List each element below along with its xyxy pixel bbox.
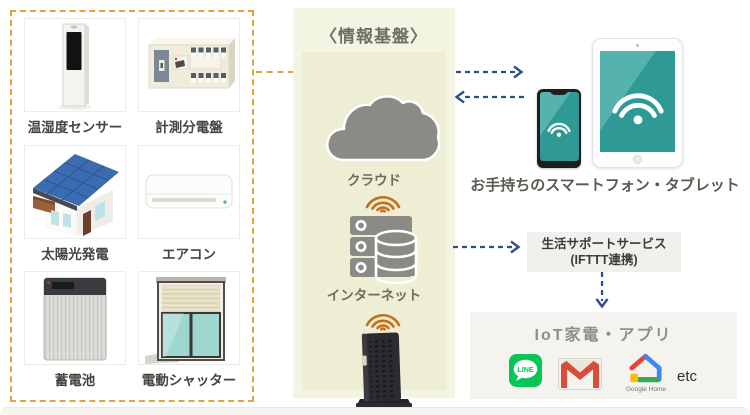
device-label: 電動シャッター bbox=[141, 373, 237, 389]
line-app-label: LINE bbox=[517, 365, 534, 374]
life-support-service-box: 生活サポートサービス (IFTTT連携) bbox=[527, 232, 681, 272]
solar-house-image bbox=[24, 144, 126, 239]
distribution-board-icon bbox=[148, 38, 235, 89]
tablet-home-button bbox=[633, 155, 642, 164]
device-solar-power: 太陽光発電 bbox=[18, 143, 132, 270]
cloud-icon bbox=[326, 95, 441, 162]
panel-title: 〈情報基盤〉 bbox=[320, 27, 428, 46]
home-gateway-icon bbox=[356, 332, 412, 407]
humidity-sensor-image bbox=[24, 18, 126, 112]
device-label: エアコン bbox=[162, 246, 216, 262]
arrow-service-to-iot bbox=[595, 272, 609, 309]
smartphone-screen bbox=[539, 92, 579, 161]
home-devices-panel: 温湿度センサー bbox=[10, 10, 254, 402]
panel-inner: クラウド bbox=[302, 52, 446, 407]
information-infrastructure-panel: 〈情報基盤〉 クラウド bbox=[293, 8, 455, 407]
device-electric-shutter: 電動シャッター bbox=[132, 269, 246, 396]
arrow-phone-to-infrastructure bbox=[455, 90, 527, 104]
wifi-icon bbox=[611, 93, 664, 125]
next-section-edge bbox=[0, 407, 750, 415]
humidity-sensor-icon bbox=[58, 23, 92, 110]
etc-label: etc bbox=[677, 368, 698, 385]
device-humidity-sensor: 温湿度センサー bbox=[18, 16, 132, 143]
wifi-signal-icon bbox=[365, 313, 401, 331]
tablet-device bbox=[592, 38, 683, 168]
service-line1: 生活サポートサービス bbox=[541, 236, 667, 251]
solar-house-icon bbox=[33, 153, 119, 236]
device-label: 計測分電盤 bbox=[155, 120, 223, 135]
electric-shutter-image bbox=[138, 271, 240, 366]
service-line2: (IFTTT連携) bbox=[570, 253, 638, 267]
google-home-caption: Google Home bbox=[625, 386, 667, 393]
arrow-infrastructure-to-service bbox=[453, 240, 521, 254]
smartphone-device bbox=[537, 89, 581, 168]
arrow-infrastructure-to-phone bbox=[456, 65, 524, 79]
device-distribution-board: 計測分電盤 bbox=[132, 16, 246, 143]
user-devices-label: お手持ちのスマートフォン・タブレット bbox=[470, 177, 740, 194]
line-app-icon: LINE bbox=[509, 354, 542, 387]
device-label: 温湿度センサー bbox=[27, 120, 123, 135]
google-home-app-icon bbox=[629, 353, 662, 383]
iot-appliances-apps-box: IoT家電・アプリ LINE Google Home etc bbox=[470, 312, 737, 399]
device-air-conditioner: エアコン bbox=[132, 143, 246, 270]
tablet-screen bbox=[600, 51, 675, 152]
node-label-internet: インターネット bbox=[326, 288, 422, 303]
electric-shutter-icon bbox=[145, 277, 226, 365]
wifi-signal-icon bbox=[365, 195, 401, 213]
gmail-app-icon bbox=[558, 358, 602, 390]
air-conditioner-icon bbox=[145, 174, 233, 209]
device-storage-battery: 蓄電池 bbox=[18, 269, 132, 396]
wifi-icon bbox=[547, 122, 571, 137]
air-conditioner-image bbox=[138, 144, 240, 239]
storage-battery-icon bbox=[43, 277, 107, 361]
devices-to-infrastructure-connector bbox=[256, 71, 294, 73]
smartphone-notch bbox=[550, 89, 568, 95]
device-label: 太陽光発電 bbox=[41, 246, 109, 262]
storage-battery-image bbox=[24, 271, 126, 366]
iot-box-title: IoT家電・アプリ bbox=[534, 327, 673, 344]
distribution-board-image bbox=[138, 18, 240, 112]
server-database-icon bbox=[350, 216, 418, 284]
device-label: 蓄電池 bbox=[54, 373, 96, 389]
tablet-camera-dot bbox=[636, 44, 639, 47]
node-label-cloud: クラウド bbox=[347, 173, 401, 188]
